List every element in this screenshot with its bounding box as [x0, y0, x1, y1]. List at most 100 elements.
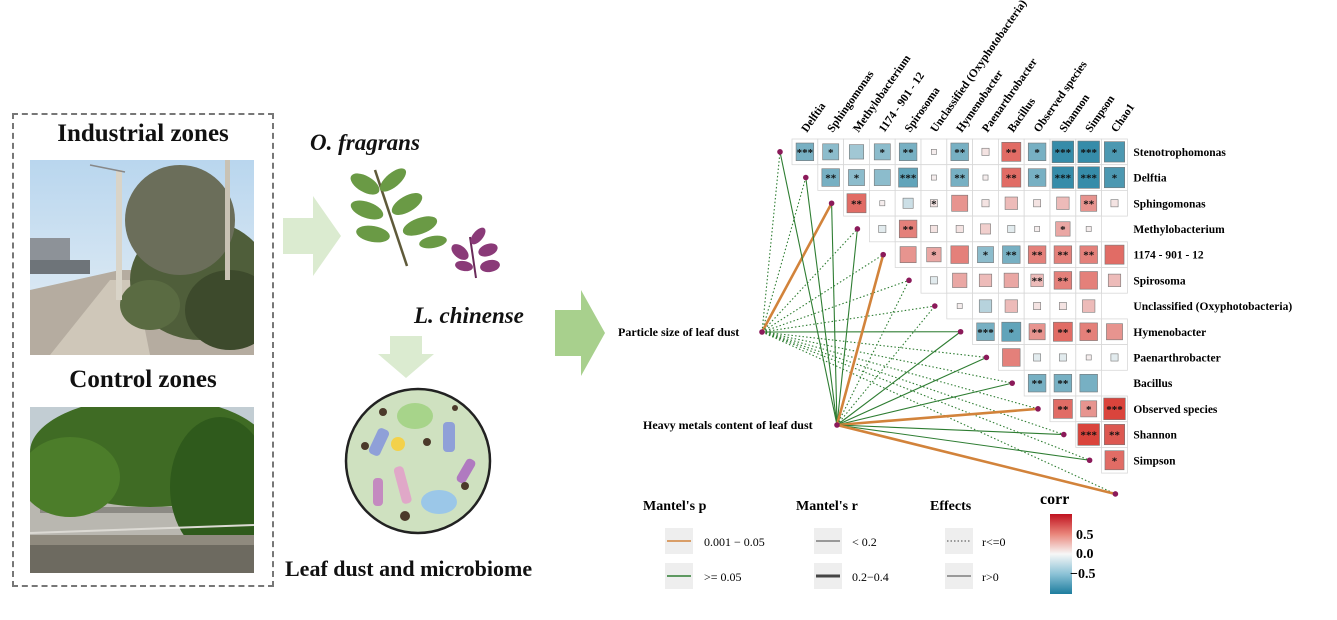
- mantel-link: [836, 280, 910, 426]
- legend-effect-pos: r>0: [982, 570, 999, 584]
- significance-label: **: [1032, 275, 1044, 287]
- mantel-link: [761, 151, 781, 333]
- significance-label: **: [1057, 404, 1069, 416]
- mantel-link: [761, 279, 910, 333]
- heatmap-square: [1079, 271, 1098, 290]
- significance-label: *: [1060, 224, 1066, 236]
- heatmap-square: [1001, 142, 1022, 162]
- mantel-link: [761, 331, 1064, 436]
- row-label: 1174 - 901 - 12: [1133, 250, 1204, 262]
- mantel-link: [761, 254, 884, 333]
- legend: Mantel's p 0.001 − 0.05 >= 0.05 Mantel's…: [643, 491, 1095, 594]
- significance-label: *: [1086, 404, 1092, 416]
- significance-label: **: [954, 147, 966, 159]
- heatmap-square: [1027, 142, 1047, 161]
- plant-label-o-fragrans: O. fragrans: [310, 130, 420, 155]
- heatmap-square: [1028, 323, 1046, 341]
- heatmap-square: [931, 149, 937, 155]
- row-label: Sphingomonas: [1133, 198, 1206, 210]
- mantel-link: [836, 356, 987, 426]
- mantel-link: [761, 228, 858, 333]
- industrial-zone-photo: [30, 160, 254, 355]
- column-label: Delftia: [800, 100, 829, 134]
- heatmap-square: [1080, 194, 1098, 212]
- significance-label: **: [1057, 327, 1069, 339]
- row-label: Delftia: [1133, 173, 1166, 185]
- heatmap-square: [1001, 167, 1022, 188]
- heatmap-square: [1034, 226, 1040, 232]
- heatmap-square: [980, 223, 991, 235]
- variable-anchor-point: [1112, 491, 1119, 497]
- row-label: Observed species: [1133, 404, 1218, 416]
- heatmap-square: [899, 246, 917, 264]
- row-label: Methylobacterium: [1133, 224, 1225, 236]
- legend-mantel-r-title: Mantel's r: [796, 499, 858, 514]
- significance-label: *: [1009, 327, 1015, 339]
- significance-label: *: [1034, 147, 1040, 159]
- heatmap-square: [978, 299, 993, 313]
- significance-label: **: [1006, 147, 1018, 159]
- heatmap-square: [926, 247, 942, 263]
- heatmap-square: [929, 199, 938, 208]
- variable-anchor-point: [828, 200, 835, 207]
- heatmap-square: [981, 147, 990, 156]
- heatmap-square: [1053, 245, 1073, 264]
- control-zones-title: Control zones: [69, 366, 217, 393]
- variable-anchor-point: [854, 226, 861, 232]
- heatmap-square: [1106, 323, 1123, 341]
- mantel-link: [836, 305, 936, 426]
- significance-label: *: [880, 147, 886, 159]
- mantel-link: [836, 331, 961, 426]
- heatmap-square: [1104, 167, 1125, 189]
- heatmap-square: [898, 219, 918, 239]
- heatmap-square: [956, 303, 963, 309]
- legend-r-small: < 0.2: [852, 535, 877, 549]
- variable-anchor-point: [880, 251, 886, 258]
- row-label: Paenarthrobacter: [1133, 352, 1220, 364]
- variable-anchor-point: [1086, 457, 1093, 464]
- variable-anchor-point: [957, 328, 964, 335]
- heatmap-square: [1079, 322, 1098, 341]
- heatmap-square: [1002, 245, 1021, 264]
- heatmap-square: [1033, 353, 1042, 362]
- significance-label: **: [903, 147, 915, 159]
- mantel-link: [831, 203, 838, 426]
- heatmap-square: [952, 272, 968, 288]
- heatmap-square: [879, 200, 886, 207]
- heatmap-square: [1051, 140, 1075, 163]
- significance-label: **: [1109, 430, 1121, 442]
- study-site-frame: [12, 113, 274, 587]
- significance-label: **: [1032, 250, 1044, 262]
- heatmap-square: [878, 225, 887, 233]
- heatmap-square: [1033, 199, 1042, 208]
- heatmap-square: [1104, 424, 1125, 446]
- significance-label: ***: [1106, 404, 1123, 416]
- significance-label: ***: [900, 173, 917, 185]
- significance-label: **: [825, 173, 837, 185]
- variable-anchor-point: [777, 149, 783, 155]
- heatmap-square: [1079, 245, 1098, 264]
- significance-label: ***: [1080, 173, 1097, 185]
- heatmap-square: [1056, 196, 1070, 210]
- l-chinense-leaf-icon: [451, 227, 500, 279]
- heatmap-square: [873, 143, 891, 161]
- heatmap-square: [821, 168, 840, 187]
- significance-label: **: [1083, 198, 1095, 210]
- heatmap-square: [1003, 272, 1019, 288]
- significance-label: **: [1057, 378, 1069, 390]
- significance-label: ***: [1055, 147, 1072, 159]
- significance-label: *: [1086, 327, 1092, 339]
- significance-label: *: [1034, 173, 1040, 185]
- industrial-zones-title: Industrial zones: [57, 120, 229, 147]
- variable-anchor-point: [1061, 431, 1067, 438]
- heatmap-square: [1110, 199, 1119, 208]
- control-zone-photo: [30, 407, 254, 573]
- significance-label: **: [1057, 250, 1069, 262]
- mantel-link: [836, 228, 858, 426]
- heatmap-square: [1004, 299, 1018, 313]
- heatmap-square: [1001, 321, 1022, 342]
- significance-label: ***: [1080, 147, 1097, 159]
- driver-label-particle-size: Particle size of leaf dust: [618, 325, 739, 339]
- o-fragrans-leaf-icon: [350, 168, 447, 267]
